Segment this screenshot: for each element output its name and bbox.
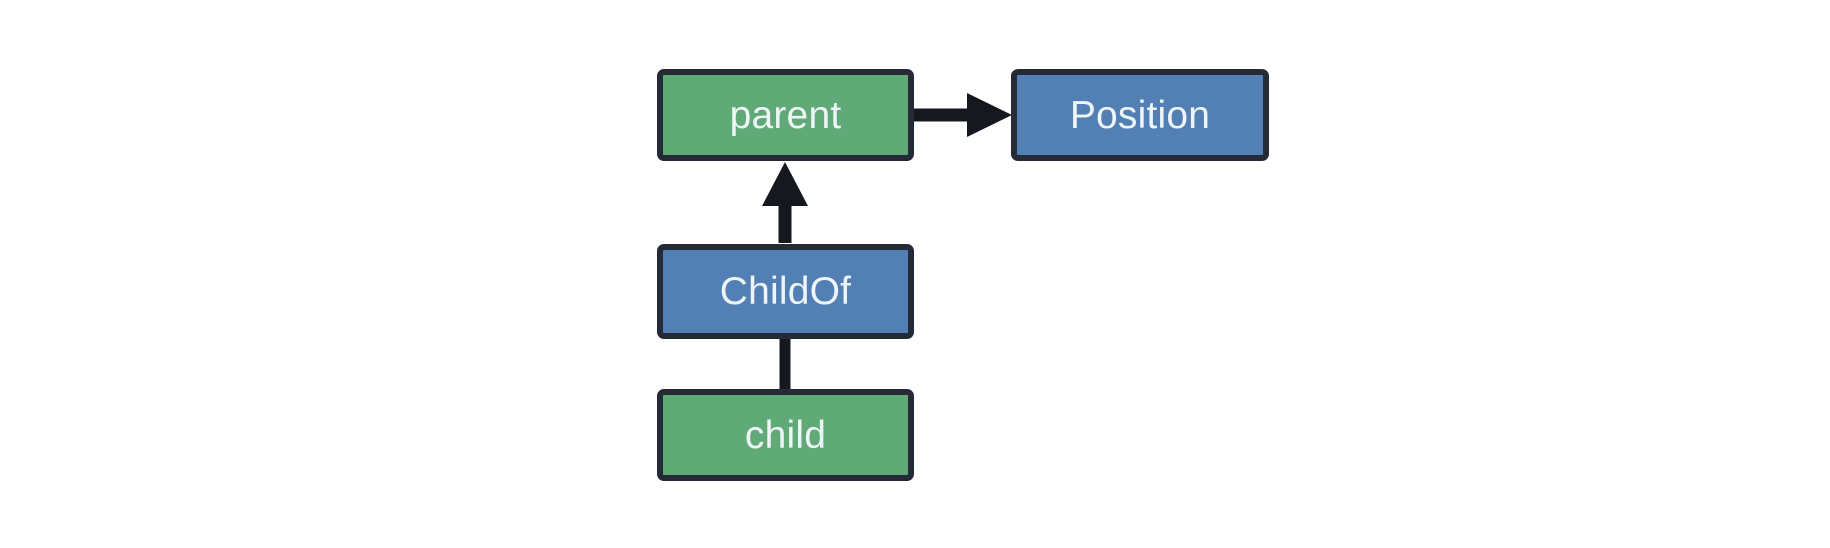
node-position[interactable]: Position bbox=[1011, 69, 1269, 161]
node-childof[interactable]: ChildOf bbox=[657, 244, 914, 339]
node-position-label: Position bbox=[1069, 93, 1211, 137]
node-parent[interactable]: parent bbox=[657, 69, 914, 161]
edge-parent-to-position-arrowhead bbox=[967, 93, 1012, 137]
node-child-label: child bbox=[744, 413, 827, 457]
edge-childof-to-parent bbox=[762, 162, 808, 243]
edge-childof-to-parent-arrowhead bbox=[762, 162, 808, 206]
node-child[interactable]: child bbox=[657, 389, 914, 481]
node-childof-label: ChildOf bbox=[719, 270, 852, 313]
edge-parent-to-position bbox=[914, 93, 1012, 137]
node-parent-label: parent bbox=[729, 93, 842, 137]
